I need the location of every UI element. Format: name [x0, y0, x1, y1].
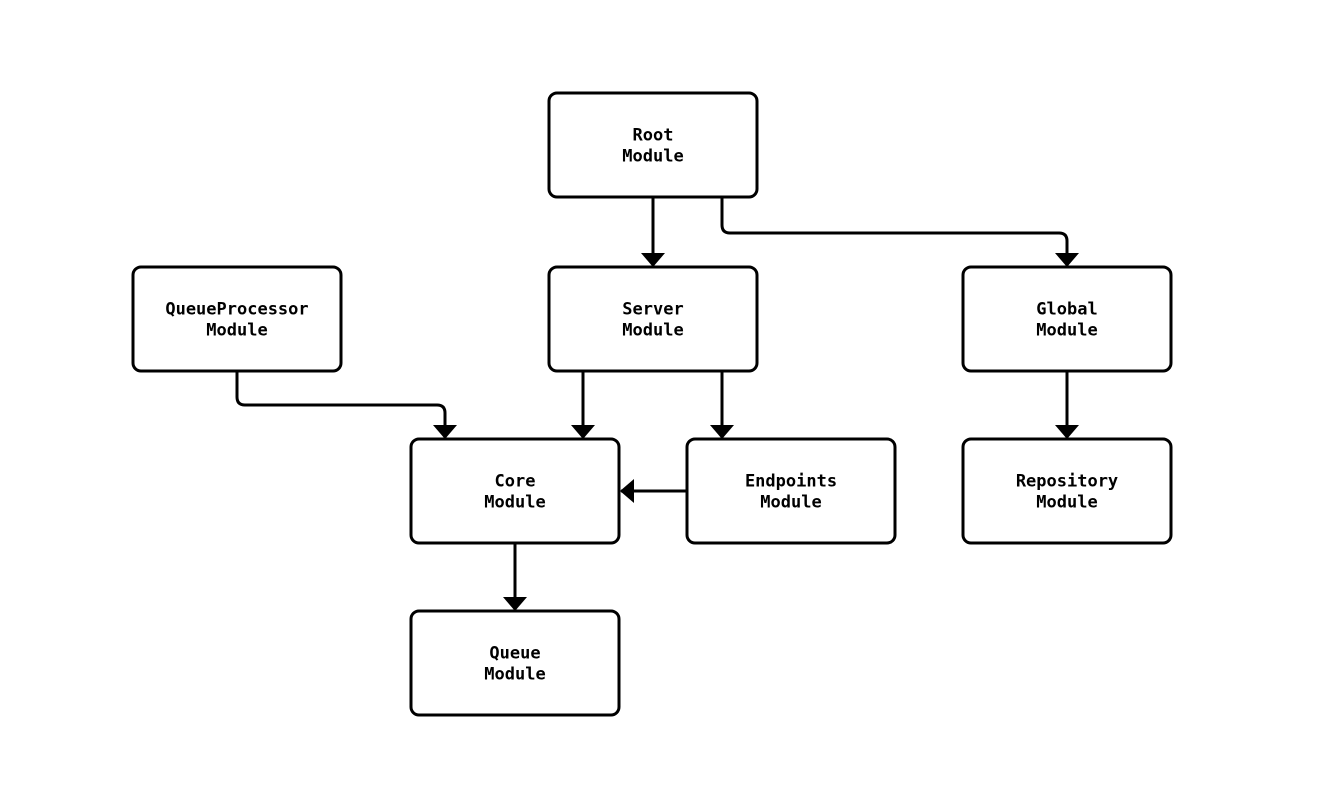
edges-layer: [235, 198, 1079, 611]
node-queue-box: [409, 609, 621, 717]
node-global-box: [961, 265, 1173, 373]
node-repository-box: [961, 437, 1173, 545]
node-server-box: [547, 265, 759, 373]
node-core-box: [409, 437, 621, 545]
edge-queueprocessor-to-core: [235, 371, 457, 439]
edge-root-to-global: [720, 198, 1079, 267]
node-root-box: [547, 91, 759, 199]
node-queueprocessor-box: [131, 265, 343, 373]
node-endpoints-box: [685, 437, 897, 545]
